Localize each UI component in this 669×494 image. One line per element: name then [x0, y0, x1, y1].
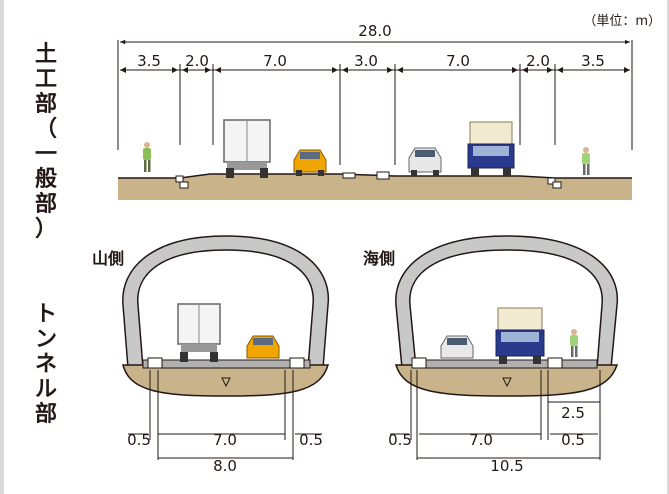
total-width-dimension: [117, 39, 633, 150]
pedestrian-icon-right: [582, 147, 590, 175]
label-char: 部: [34, 192, 57, 217]
mountain-right-margin-label: 0.5: [299, 431, 323, 449]
mountain-total-label: 8.0: [213, 457, 237, 475]
label-char: ネ: [34, 352, 57, 377]
lane-width-label: 2.0: [526, 52, 550, 70]
label-char: 部: [34, 92, 57, 117]
blue-truck-icon: [467, 121, 515, 176]
label-char: 部: [34, 402, 57, 427]
label-char: （: [34, 117, 57, 142]
sea-white-car-icon: [440, 335, 474, 359]
label-char: 般: [34, 167, 57, 192]
sea-left-margin-label: 0.5: [388, 431, 412, 449]
box-truck-icon: [223, 119, 271, 178]
lane-width-label: 3.5: [581, 52, 605, 70]
total-width-label: 28.0: [358, 22, 392, 40]
mountain-left-margin-label: 0.5: [127, 431, 151, 449]
sea-dimension-lines: [390, 370, 601, 460]
lane-width-label: 7.0: [446, 52, 470, 70]
label-char: 一: [34, 142, 57, 167]
mountain-yellow-car-icon: [246, 335, 280, 359]
sea-side-label: 海側: [363, 249, 396, 268]
lane-width-label: 2.0: [185, 52, 209, 70]
label-char: ）: [34, 217, 57, 242]
label-char: 土: [34, 42, 57, 67]
sea-sidewalk-label: 2.5: [561, 404, 585, 422]
sea-total-label: 10.5: [490, 457, 524, 475]
lane-width-label: 3.5: [137, 52, 161, 70]
label-char: 工: [34, 67, 57, 92]
left-frame-border: [0, 0, 4, 494]
earthwork-section-label: 土 工 部 （ 一 般 部 ）: [33, 42, 59, 242]
pedestrian-icon-left: [143, 142, 151, 172]
mountain-dimension-lines: [128, 370, 322, 460]
label-char: ル: [34, 377, 57, 402]
sea-carriageway-label: 7.0: [469, 431, 493, 449]
tunnel-section-label: ト ン ネ ル 部: [33, 302, 59, 427]
lane-width-label: 3.0: [354, 52, 378, 70]
lane-dimension-line: [120, 64, 630, 165]
sea-blue-truck-icon: [495, 307, 545, 364]
unit-label: （単位：m）: [583, 14, 661, 29]
label-char: ン: [34, 327, 57, 352]
right-frame-border: [667, 0, 669, 494]
white-car-icon: [408, 147, 442, 176]
mountain-side-tunnel: [122, 235, 330, 397]
mountain-box-truck-icon: [177, 303, 221, 362]
earthwork-ground: [118, 171, 632, 200]
mountain-side-label: 山側: [92, 249, 125, 268]
sea-right-margin-label: 0.5: [561, 431, 585, 449]
mountain-carriageway-label: 7.0: [213, 431, 237, 449]
yellow-car-icon: [293, 149, 327, 176]
sea-pedestrian-icon: [570, 329, 578, 357]
label-char: ト: [34, 302, 57, 327]
lane-width-label: 7.0: [263, 52, 287, 70]
